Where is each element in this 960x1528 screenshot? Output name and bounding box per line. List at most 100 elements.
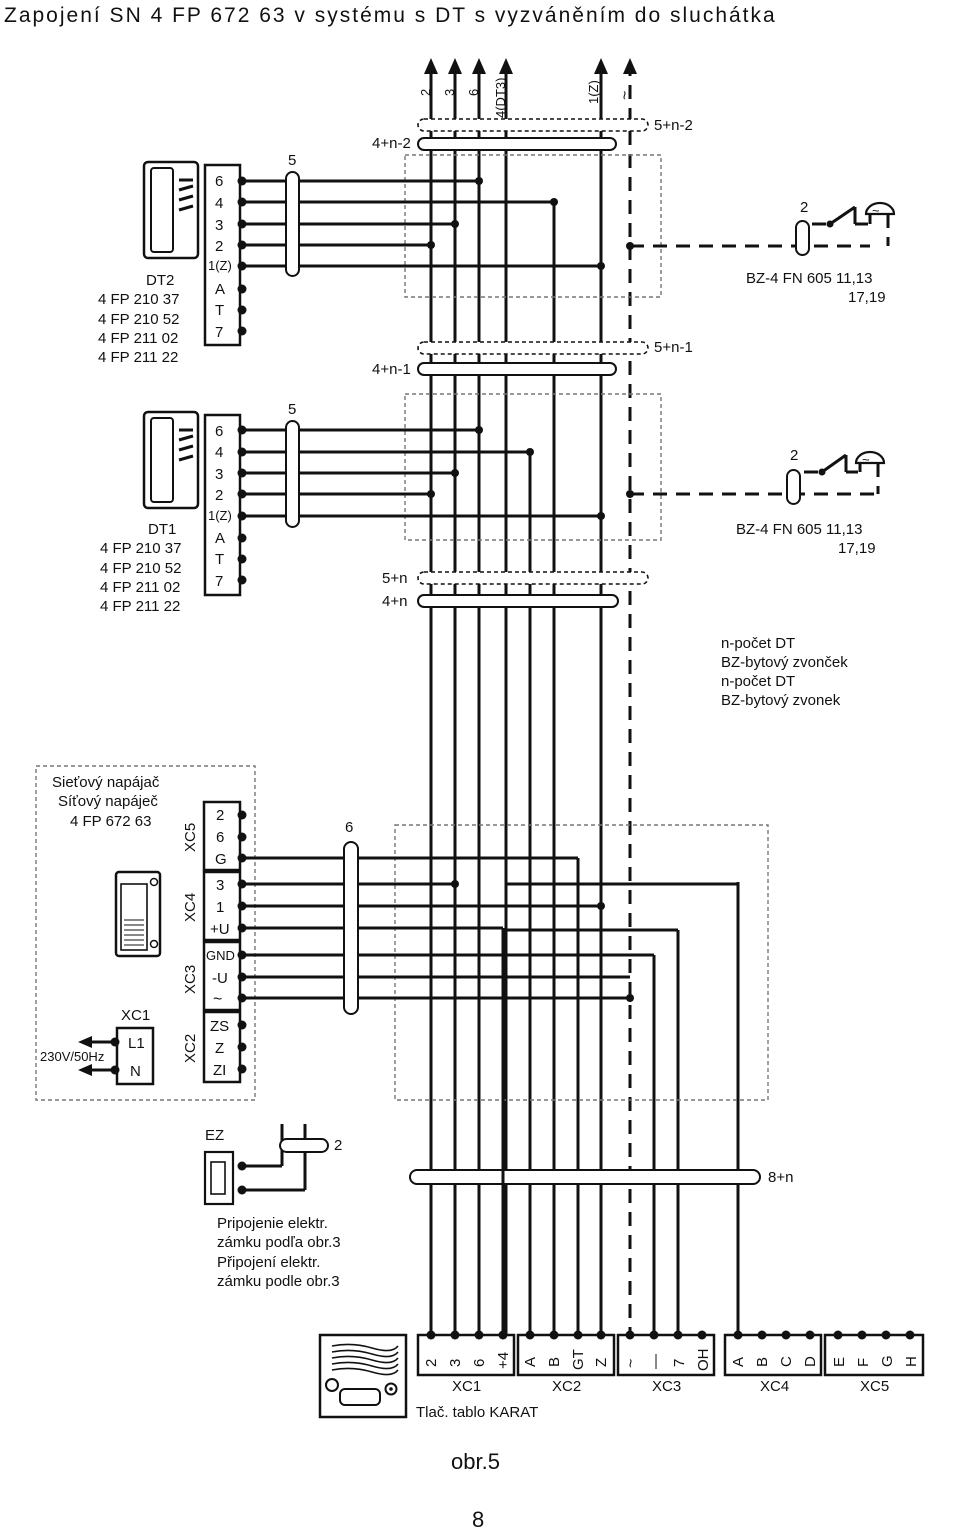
mains-block xyxy=(115,1026,155,1086)
arrow-4dt3-icon xyxy=(499,58,513,74)
dt1-term-7: 7 xyxy=(215,573,223,590)
dt1-junction-dots xyxy=(427,426,634,520)
dt1-term-3: 3 xyxy=(215,466,223,483)
bundle-label-8n: 8+n xyxy=(768,1169,793,1186)
dt2-term-a: A xyxy=(215,281,225,298)
dt1-term-6: 6 xyxy=(215,423,223,440)
mains-voltage: 230V/50Hz xyxy=(40,1049,104,1064)
dt1-bundle-label: 5 xyxy=(288,401,296,418)
bundle-label-4n: 4+n xyxy=(382,593,407,610)
supply-title-2: Síťový napáječ xyxy=(58,793,158,810)
riser-arrows: 2 3 6 4(DT3) 1(Z) ~ xyxy=(418,58,637,1335)
top-label-3: 3 xyxy=(442,89,457,96)
panel-xc2-block xyxy=(516,1333,616,1377)
xc4-term-3: 3 xyxy=(216,877,224,894)
supply-bundle-label: 6 xyxy=(345,819,353,836)
arrow-1z-icon xyxy=(594,58,608,74)
dt2-terminal-block xyxy=(203,163,242,347)
dt2-model-3: 4 FP 211 02 xyxy=(98,330,178,347)
svg-text:~: ~ xyxy=(862,452,870,467)
keypad-icon xyxy=(318,1333,408,1419)
riser-bundles: 4+n-2 5+n-2 4+n-1 5+n-1 5+n 4+n 8+n xyxy=(372,117,793,1186)
dt2-bell-count: 2 xyxy=(800,199,808,216)
top-label-2: 2 xyxy=(418,89,433,96)
panel-xc1-label: XC1 xyxy=(452,1378,481,1395)
karat-panel: 2 3 6 +4 A B GT Z ~ — 7 OH A B C D E F G… xyxy=(318,1330,925,1421)
panel-xc1-term-6: 6 xyxy=(471,1359,488,1367)
legend: n-počet DT BZ-bytový zvonček n-počet DT … xyxy=(721,635,848,709)
xc2-label: XC2 xyxy=(182,1034,199,1063)
xc5-term-6: 6 xyxy=(216,829,224,846)
arrow-ac-icon xyxy=(623,58,637,74)
lock-note-2: zámku podľa obr.3 xyxy=(217,1234,341,1251)
xc5-term-g: G xyxy=(215,851,227,868)
xc3-term-minus-u: -U xyxy=(212,970,228,987)
figure-caption: obr.5 xyxy=(451,1449,500,1474)
xc2-term-z: Z xyxy=(215,1040,224,1057)
mains-term-l1: L1 xyxy=(128,1035,145,1052)
xc4-term-plus-u: +U xyxy=(210,921,230,938)
panel-xc4-term-a: A xyxy=(730,1357,747,1367)
dt2-terminal-dots xyxy=(237,176,247,336)
lock-note-3: Připojení elektr. xyxy=(217,1254,320,1271)
dt2-bell-bundle-icon xyxy=(795,220,810,256)
bundle-5n2-icon xyxy=(417,118,649,132)
panel-xc3-label: XC3 xyxy=(652,1378,681,1395)
dt2-term-1z: 1(Z) xyxy=(208,258,232,273)
mains-arrow-n-icon xyxy=(78,1064,92,1076)
dt1-bell-model-2: 17,19 xyxy=(838,540,876,557)
legend-line-3: n-počet DT xyxy=(721,673,795,690)
panel-xc2-term-gt: GT xyxy=(570,1349,587,1370)
dt1-bell-bundle-icon xyxy=(786,469,801,505)
dt2-bundle-label: 5 xyxy=(288,152,296,169)
lock-note-4: zámku podle obr.3 xyxy=(217,1273,340,1290)
dt1-bell-switch-icon xyxy=(804,453,858,476)
page-title: Zapojení SN 4 FP 672 63 v systému s DT s… xyxy=(4,4,777,27)
bundle-5n-icon xyxy=(417,571,649,585)
bundle-label-4n2: 4+n-2 xyxy=(372,135,411,152)
supply-title-3: 4 FP 672 63 xyxy=(70,813,151,830)
supply-junction-dots xyxy=(451,880,634,1002)
xc2-term-zs: ZS xyxy=(210,1018,229,1035)
panel-xc3-term-7: 7 xyxy=(671,1359,688,1367)
handset-dt1-icon xyxy=(142,410,200,510)
dt2-term-7: 7 xyxy=(215,324,223,341)
panel-xc5-label: XC5 xyxy=(860,1378,889,1395)
dt1-bell-model-1: BZ-4 FN 605 11,13 xyxy=(736,521,862,538)
lock-icon xyxy=(203,1150,235,1206)
dt2-term-6: 6 xyxy=(215,173,223,190)
dt2-model-4: 4 FP 211 22 xyxy=(98,349,178,366)
lock-bundle-label: 2 xyxy=(334,1137,342,1154)
panel-xc5-block xyxy=(823,1333,925,1377)
xc5-label: XC5 xyxy=(182,823,199,852)
top-label-1z: 1(Z) xyxy=(586,80,601,104)
lock-name: EZ xyxy=(205,1127,224,1144)
supply-junction-box xyxy=(394,824,769,1101)
xc4-label: XC4 xyxy=(182,893,199,922)
panel-xc5-term-h: H xyxy=(903,1356,920,1367)
bundle-4n2-icon xyxy=(417,137,617,151)
arrow-3-icon xyxy=(448,58,462,74)
panel-xc2-term-a: A xyxy=(522,1357,539,1367)
dt2-junction-box xyxy=(404,154,662,298)
dt1-junction-box xyxy=(404,393,662,541)
dt2-bell-model-1: BZ-4 FN 605 11,13 xyxy=(746,270,872,287)
dt2-bell-icon: ~ xyxy=(864,201,896,246)
xc3-term-gnd: GND xyxy=(206,948,235,963)
xc2-term-zi: ZI xyxy=(213,1062,226,1079)
dt1-model-1: 4 FP 210 37 xyxy=(100,540,181,557)
bundle-label-5n1: 5+n-1 xyxy=(654,339,693,356)
dt1-term-1z: 1(Z) xyxy=(208,508,232,523)
bundle-label-4n1: 4+n-1 xyxy=(372,361,411,378)
dt1-term-2: 2 xyxy=(215,487,223,504)
panel-xc4-term-b: B xyxy=(754,1357,771,1367)
dt1-bundle-icon xyxy=(285,420,300,528)
dt2-bell-model-2: 17,19 xyxy=(848,289,886,306)
dt1-name: DT1 xyxy=(148,521,176,538)
dt2-term-3: 3 xyxy=(215,217,223,234)
top-label-4dt3: 4(DT3) xyxy=(493,78,508,118)
xc3-label: XC3 xyxy=(182,965,199,994)
panel-xc1-block xyxy=(416,1333,516,1377)
dt2-junction-dots xyxy=(427,177,634,270)
